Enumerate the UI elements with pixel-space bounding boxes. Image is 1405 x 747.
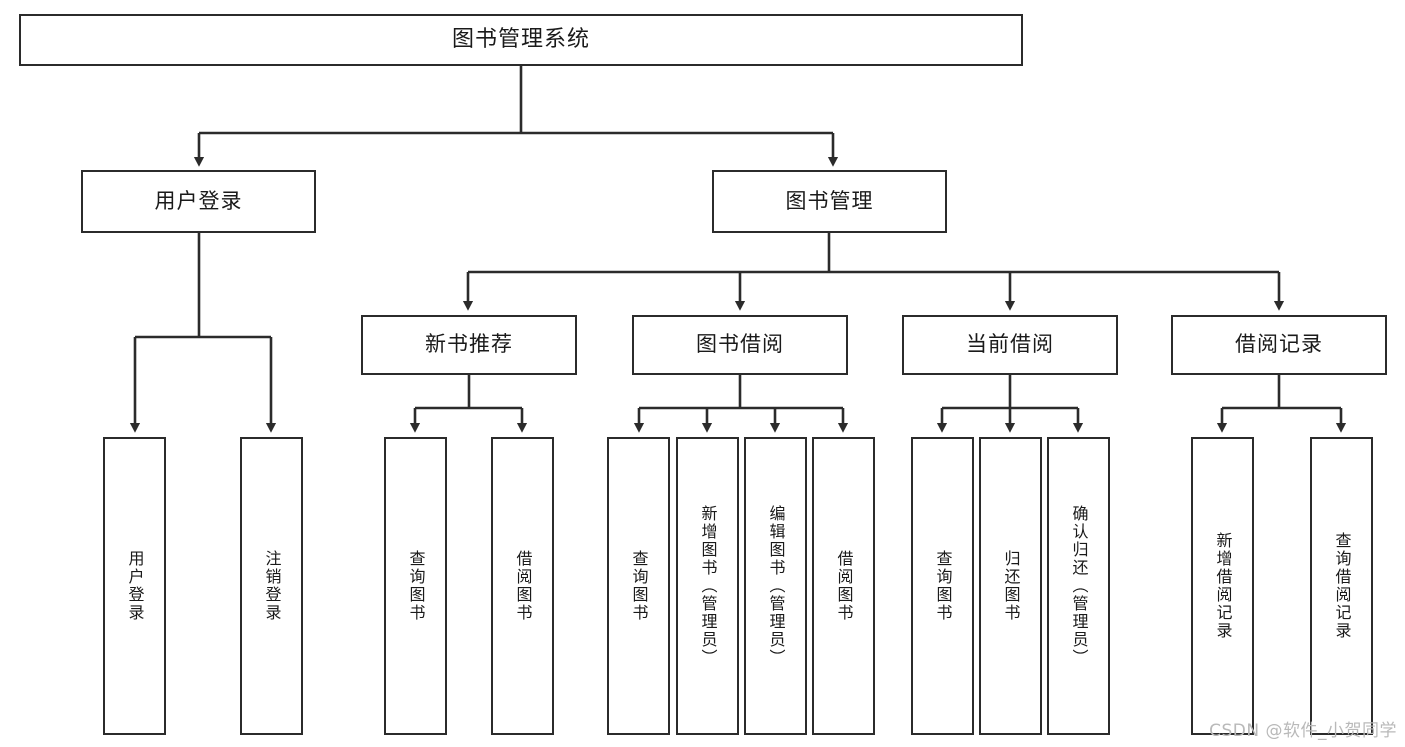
node-leaf-return-book[interactable]: 归还图书 xyxy=(979,437,1042,735)
node-label: 借阅图书 xyxy=(834,550,854,622)
node-label: 注销登录 xyxy=(262,550,282,622)
node-label: 图书管理 xyxy=(785,188,874,213)
node-label: 用户登录 xyxy=(154,188,243,213)
node-leaf-add-book[interactable]: 新增图书（管理员） xyxy=(676,437,739,735)
node-label: 图书借阅 xyxy=(696,332,784,357)
node-label: 查询图书 xyxy=(406,550,426,622)
node-label: 编辑图书（管理员） xyxy=(766,505,786,667)
node-leaf-borrow-book-2[interactable]: 借阅图书 xyxy=(812,437,875,735)
node-leaf-logout[interactable]: 注销登录 xyxy=(240,437,303,735)
node-user-login[interactable]: 用户登录 xyxy=(81,170,316,233)
node-leaf-borrow-book-1[interactable]: 借阅图书 xyxy=(491,437,554,735)
node-label: 确认归还（管理员） xyxy=(1069,505,1089,667)
node-label: 新增借阅记录 xyxy=(1213,532,1233,640)
node-leaf-query-record[interactable]: 查询借阅记录 xyxy=(1310,437,1373,735)
node-book-manage[interactable]: 图书管理 xyxy=(712,170,947,233)
node-leaf-confirm-return[interactable]: 确认归还（管理员） xyxy=(1047,437,1110,735)
node-leaf-query-book-3[interactable]: 查询图书 xyxy=(911,437,974,735)
node-label: 当前借阅 xyxy=(966,332,1054,357)
node-current-borrow[interactable]: 当前借阅 xyxy=(902,315,1118,375)
node-label: 新书推荐 xyxy=(425,332,513,357)
node-label: 查询借阅记录 xyxy=(1332,532,1352,640)
node-label: 查询图书 xyxy=(629,550,649,622)
node-leaf-user-login[interactable]: 用户登录 xyxy=(103,437,166,735)
node-label: 借阅图书 xyxy=(513,550,533,622)
node-label: 新增图书（管理员） xyxy=(698,505,718,667)
node-new-book-rec[interactable]: 新书推荐 xyxy=(361,315,577,375)
node-leaf-query-book-1[interactable]: 查询图书 xyxy=(384,437,447,735)
node-leaf-query-book-2[interactable]: 查询图书 xyxy=(607,437,670,735)
node-label: 用户登录 xyxy=(125,550,145,622)
node-book-borrow[interactable]: 图书借阅 xyxy=(632,315,848,375)
node-label: 查询图书 xyxy=(933,550,953,622)
node-leaf-edit-book[interactable]: 编辑图书（管理员） xyxy=(744,437,807,735)
node-root-system[interactable]: 图书管理系统 xyxy=(19,14,1023,66)
node-borrow-record[interactable]: 借阅记录 xyxy=(1171,315,1387,375)
node-leaf-add-record[interactable]: 新增借阅记录 xyxy=(1191,437,1254,735)
node-label: 借阅记录 xyxy=(1235,332,1323,357)
csdn-watermark: CSDN @软件_小贺同学 xyxy=(1209,721,1397,741)
node-label: 图书管理系统 xyxy=(451,26,590,52)
node-label: 归还图书 xyxy=(1001,550,1021,622)
